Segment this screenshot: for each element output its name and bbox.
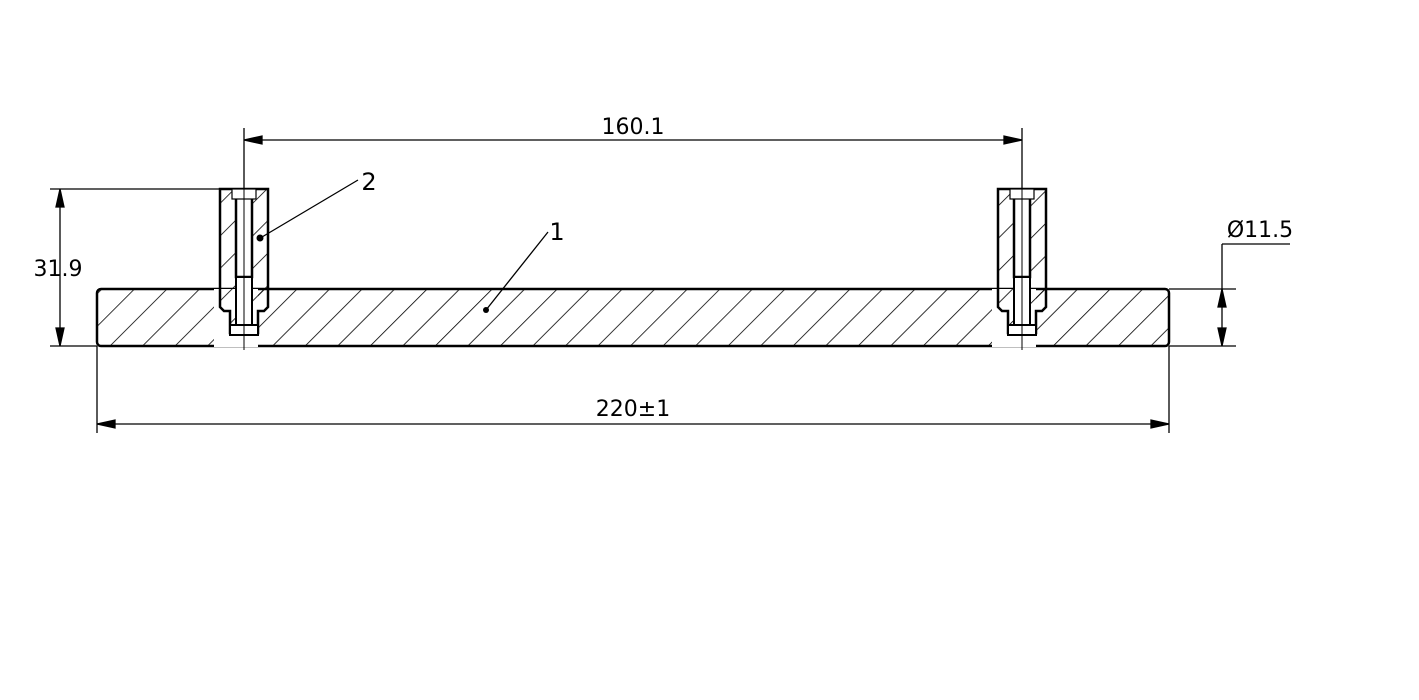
bar-body: [95, 287, 1171, 348]
part-label-1: 1: [549, 218, 564, 246]
stud-1: [214, 128, 270, 350]
dimension-label-overall-height: 31.9: [34, 257, 83, 282]
leader-part-1: [483, 231, 549, 313]
dimension-overall-height: [50, 188, 222, 347]
dimension-bar-diameter: [1169, 243, 1290, 347]
studs: [214, 128, 1048, 350]
dimension-label-bar-diameter: Ø11.5: [1227, 218, 1293, 243]
part-label-2: 2: [361, 168, 376, 196]
dimension-label-stud-spacing: 160.1: [602, 115, 665, 140]
dimension-overall-length: [96, 346, 1170, 433]
stud-2: [992, 128, 1048, 350]
dimension-label-overall-length: 220±1: [596, 397, 670, 422]
dimension-stud-spacing: [243, 128, 1023, 189]
leader-part-2: [256, 179, 359, 242]
